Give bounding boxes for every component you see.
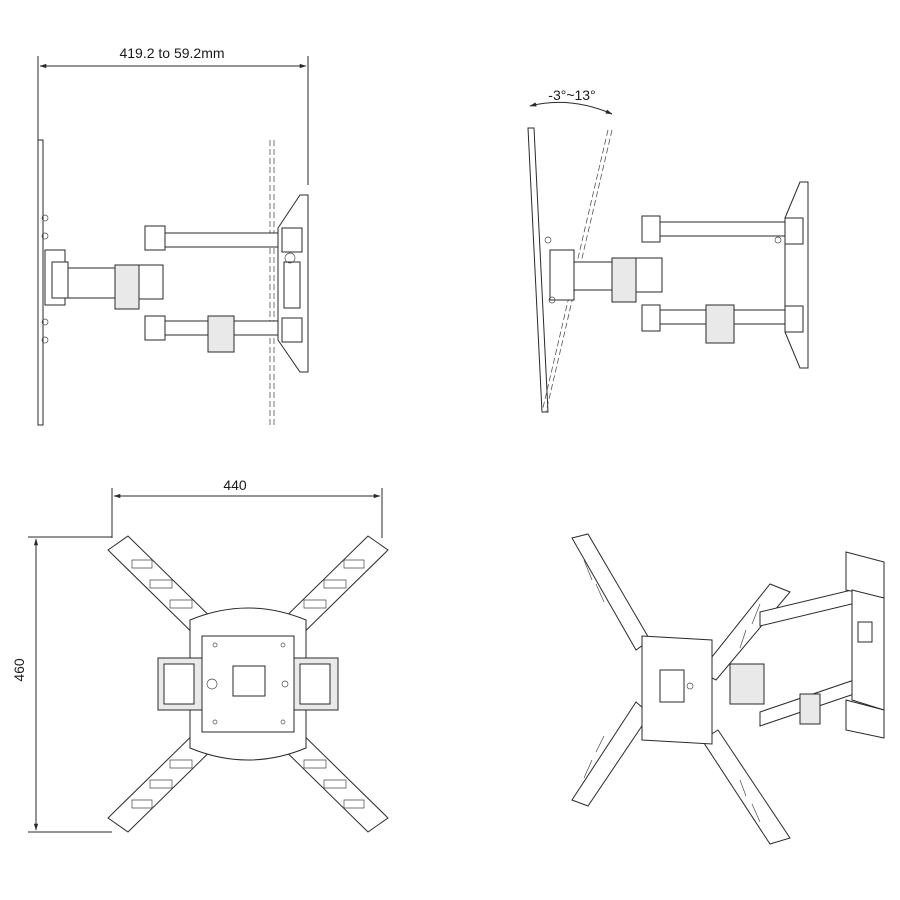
side-view-tilt: -3°~13° [527,87,809,413]
articulating-arms [67,225,281,353]
perspective-arms [729,587,861,727]
tv-plate-dashed [269,140,275,425]
extension-dimension-label: 419.2 to 59.2mm [119,45,224,61]
width-dimension-label: 440 [223,477,247,493]
perspective-center-plate [641,635,713,745]
perspective-view [571,533,885,845]
tv-plate-left [37,139,69,426]
height-dimension: 460 [11,536,112,833]
side-view-extension: 419.2 to 59.2mm [37,45,309,426]
perspective-wall-bracket [845,551,885,739]
extension-dimension: 419.2 to 59.2mm [37,45,309,185]
tilt-dimension-label: -3°~13° [548,87,595,103]
wall-bracket-tilt [774,181,809,369]
height-dimension-label: 460 [11,658,27,682]
tilt-dimension: -3°~13° [529,87,613,115]
wall-bracket-side [277,194,309,373]
tilt-view-arms [573,215,791,344]
side-pivots [157,657,339,711]
perspective-x-plate [571,533,791,845]
center-plate [189,607,307,761]
width-dimension: 440 [111,477,383,538]
front-view: 440 460 [11,477,389,833]
